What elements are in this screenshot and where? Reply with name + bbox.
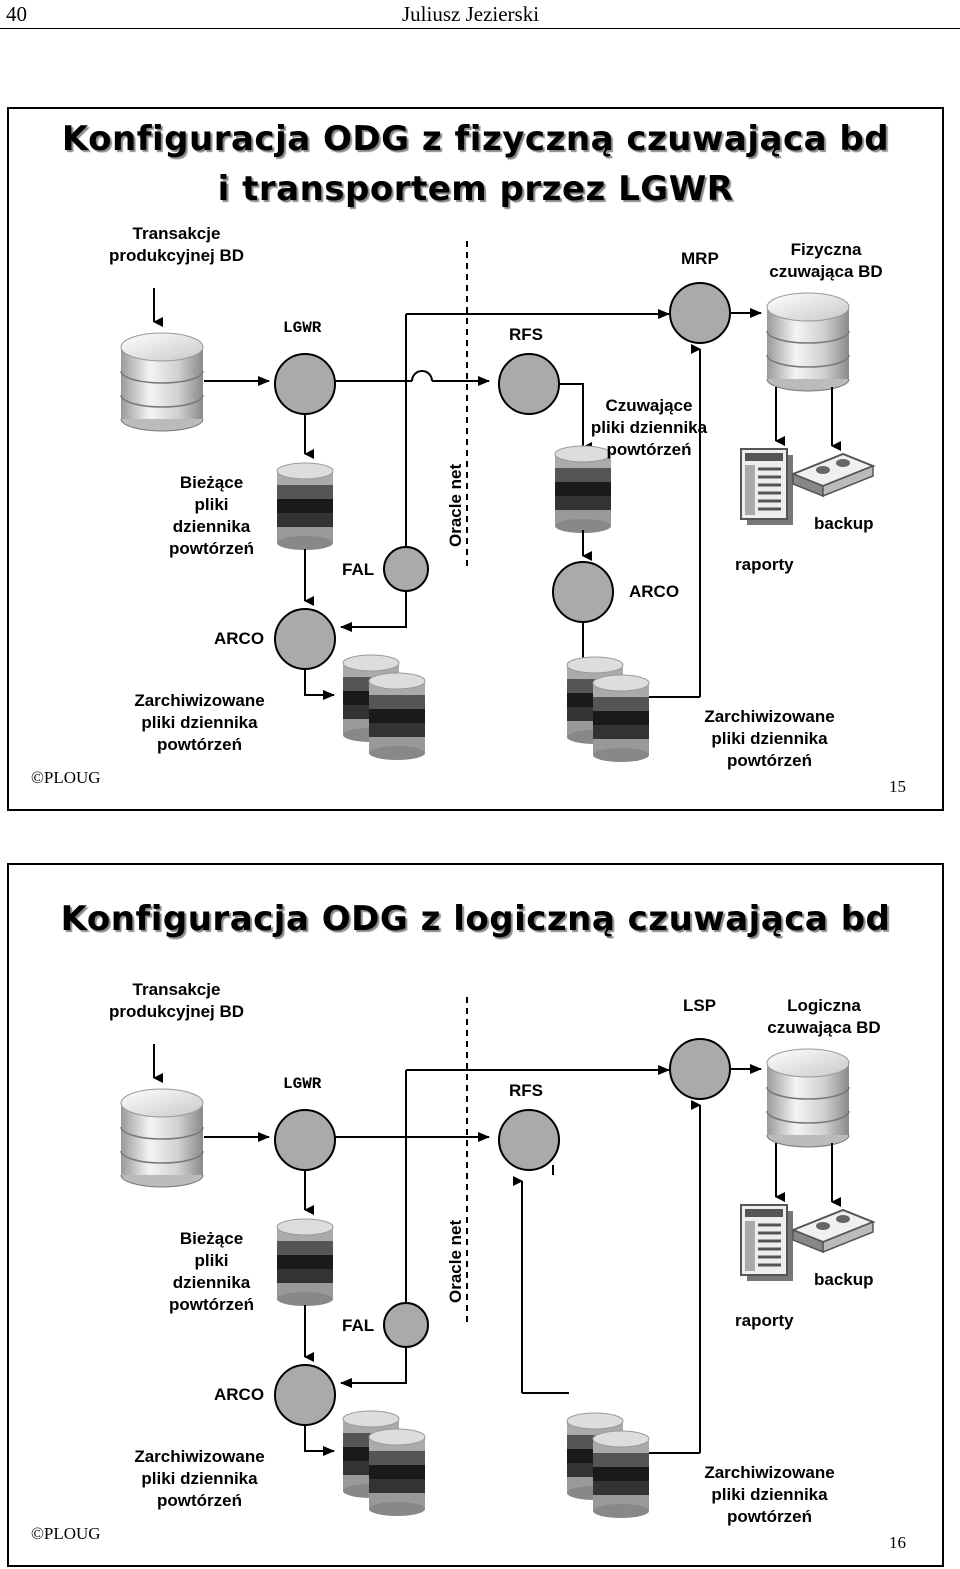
fal-label: FAL — [342, 1316, 375, 1335]
arco-left-label: ARCO — [214, 1385, 265, 1404]
author-name: Juliusz Jezierski — [402, 2, 540, 26]
lsp-label: LSP — [683, 996, 717, 1015]
slide-title-line1: Konfiguracja ODG z fizyczną czuwająca bd — [61, 119, 890, 159]
diagram-logical-standby — [120, 997, 874, 1565]
slide-title-line2: i transportem przez LGWR — [217, 169, 734, 209]
arco-left-process-icon — [274, 608, 336, 670]
reports-label: raporty — [735, 1311, 794, 1330]
rfs-label: RFS — [509, 1081, 543, 1100]
archived-logs-right-icon — [567, 1413, 649, 1518]
reports-label: raporty — [735, 555, 794, 574]
oracle-net-label: Oracle net — [446, 463, 465, 547]
reports-icon — [739, 447, 795, 527]
rfs-process-icon — [498, 1109, 560, 1171]
fal-process-icon — [383, 546, 429, 592]
standby-database-icon — [766, 1048, 850, 1148]
primary-database-icon — [120, 332, 204, 432]
slide-number: 15 — [889, 777, 906, 796]
slide-number: 16 — [889, 1533, 906, 1552]
archived-logs-left-icon — [343, 655, 425, 760]
slide-title: Konfiguracja ODG z logiczną czuwająca bd — [60, 899, 891, 939]
rfs-process-icon — [498, 353, 560, 415]
arco-right-label: ARCO — [629, 582, 680, 601]
mrp-label: MRP — [681, 249, 719, 268]
current-redo-logs-icon — [276, 462, 334, 551]
reports-icon — [739, 1203, 795, 1283]
oracle-net-label: Oracle net — [446, 1219, 465, 1303]
archived-logs-right-icon — [567, 657, 649, 762]
lgwr-label: LGWR — [283, 319, 322, 337]
slide-physical-standby: Konfiguracja ODG z fizyczną czuwająca bd… — [7, 107, 944, 811]
lgwr-label: LGWR — [283, 1075, 322, 1093]
arco-right-process-icon — [552, 561, 614, 623]
fal-process-icon — [383, 1302, 429, 1348]
lsp-process-icon — [669, 1038, 731, 1100]
copyright: ©PLOUG — [31, 768, 101, 787]
lgwr-process-icon — [274, 353, 336, 415]
arco-left-process-icon — [274, 1364, 336, 1426]
page-header: 40 Juliusz Jezierski — [0, 0, 960, 29]
archived-logs-left-icon — [343, 1411, 425, 1516]
current-redo-logs-icon — [276, 1218, 334, 1307]
rfs-label: RFS — [509, 325, 543, 344]
lgwr-process-icon — [274, 1109, 336, 1171]
slide-logical-standby: Konfiguracja ODG z logiczną czuwająca bd… — [7, 863, 944, 1567]
page-number: 40 — [6, 2, 27, 26]
diagram-physical-standby — [120, 241, 874, 809]
mrp-process-icon — [669, 282, 731, 344]
fal-label: FAL — [342, 560, 375, 579]
copyright: ©PLOUG — [31, 1524, 101, 1543]
arco-left-label: ARCO — [214, 629, 265, 648]
backup-label: backup — [814, 1270, 874, 1289]
primary-database-icon — [120, 1088, 204, 1188]
standby-database-icon — [766, 292, 850, 392]
backup-tape-icon — [792, 1209, 874, 1253]
backup-tape-icon — [792, 453, 874, 497]
backup-label: backup — [814, 514, 874, 533]
